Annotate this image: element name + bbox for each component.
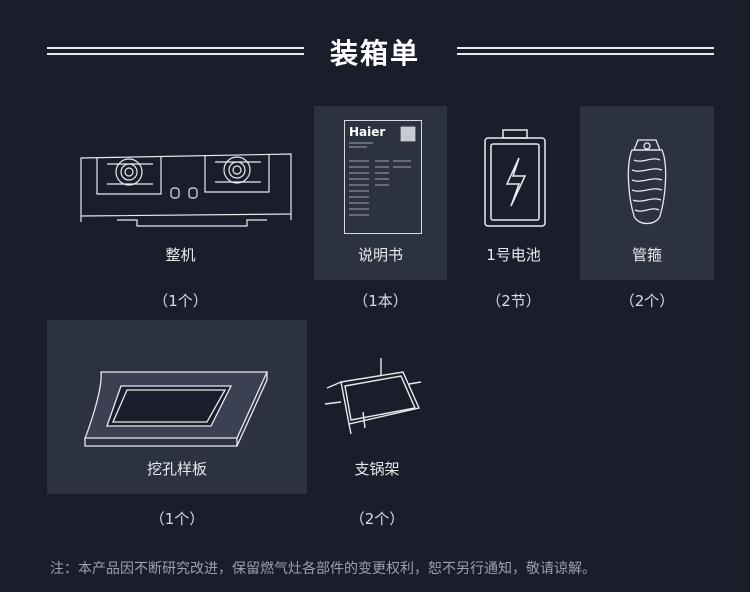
item-card-pot-stand: 支锅架 — [307, 320, 447, 494]
page-title: 装箱单 — [329, 37, 420, 70]
item-card-cutout-template: 挖孔样板 — [47, 320, 307, 494]
item-qty: （2个） — [619, 292, 675, 310]
title-rule-right — [457, 47, 714, 57]
item-qty: （2个） — [349, 510, 405, 528]
manual-brand-logo: Haier — [349, 125, 386, 139]
item-card-hose-clamp: 管箍 — [580, 106, 714, 280]
item-name: 支锅架 — [354, 460, 400, 478]
item-card-battery: 1号电池 — [447, 106, 580, 280]
title-rule-left — [47, 47, 304, 57]
item-name: 挖孔样板 — [146, 460, 207, 478]
item-name: 管箍 — [631, 246, 662, 264]
manual-icon: Haier — [344, 120, 422, 234]
item-qty: （1个） — [149, 510, 205, 528]
item-card-manual: Haier 说明书 — [314, 106, 447, 280]
pot-stand-icon — [323, 354, 423, 440]
item-name: 说明书 — [357, 246, 403, 264]
item-qty: （1本） — [353, 292, 408, 310]
gas-stove-icon — [77, 144, 295, 230]
hose-clamp-icon — [624, 136, 670, 228]
item-qty: （2节） — [486, 292, 541, 310]
item-card-stove: 整机 — [47, 106, 314, 280]
cutout-template-icon — [81, 368, 273, 452]
battery-icon — [483, 128, 547, 228]
item-name: 整机 — [165, 246, 196, 264]
title-area: 装箱单 — [0, 28, 750, 76]
item-qty: （1个） — [153, 292, 208, 310]
footer-note: 注：本产品因不断研究改进，保留燃气灶各部件的变更权利，恕不另行通知，敬请谅解。 — [50, 561, 596, 577]
item-name: 1号电池 — [486, 246, 541, 264]
